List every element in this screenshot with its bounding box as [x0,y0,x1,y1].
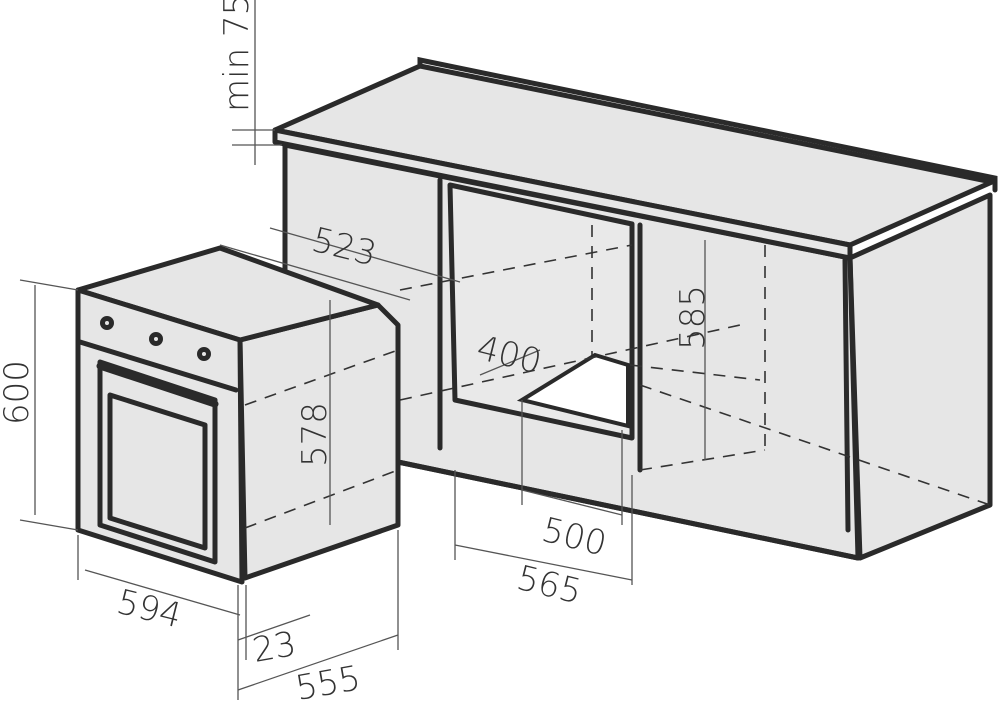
dim-oven-height: 600 [0,360,37,425]
hidden-line [639,449,766,471]
oven-knob-icon [100,316,114,330]
dimension-lines [19,0,706,700]
plinth [395,459,861,561]
opening-floor-vent [516,352,630,429]
oven-knob-icon [149,332,163,346]
dim-oven-width: 594 [113,582,186,637]
dim-opening-inner-width: 500 [538,510,611,565]
cabinet-right-side [847,192,993,561]
dim-clearance-top: min 75 [217,0,257,112]
hidden-line [244,469,399,529]
dim-oven-depth: 555 [293,658,364,707]
control-panel-edge [77,339,239,393]
hidden-line [399,324,741,401]
dim-front-panel-thickness: 23 [250,624,300,671]
backsplash-lip [417,56,998,193]
oven-door-window [107,392,208,551]
cabinet-panel-divider-far [842,257,851,533]
hidden-line [399,244,633,291]
hidden-line [629,364,761,381]
oven-door-handle [96,362,219,408]
hidden-line [244,349,399,406]
dim-opening-height: 585 [673,285,713,350]
oven [75,245,401,585]
dim-opening-width: 565 [513,558,586,613]
countertop-edge [272,127,853,261]
dim-oven-body-height: 578 [295,402,335,467]
oven-knob-icon [197,347,211,361]
